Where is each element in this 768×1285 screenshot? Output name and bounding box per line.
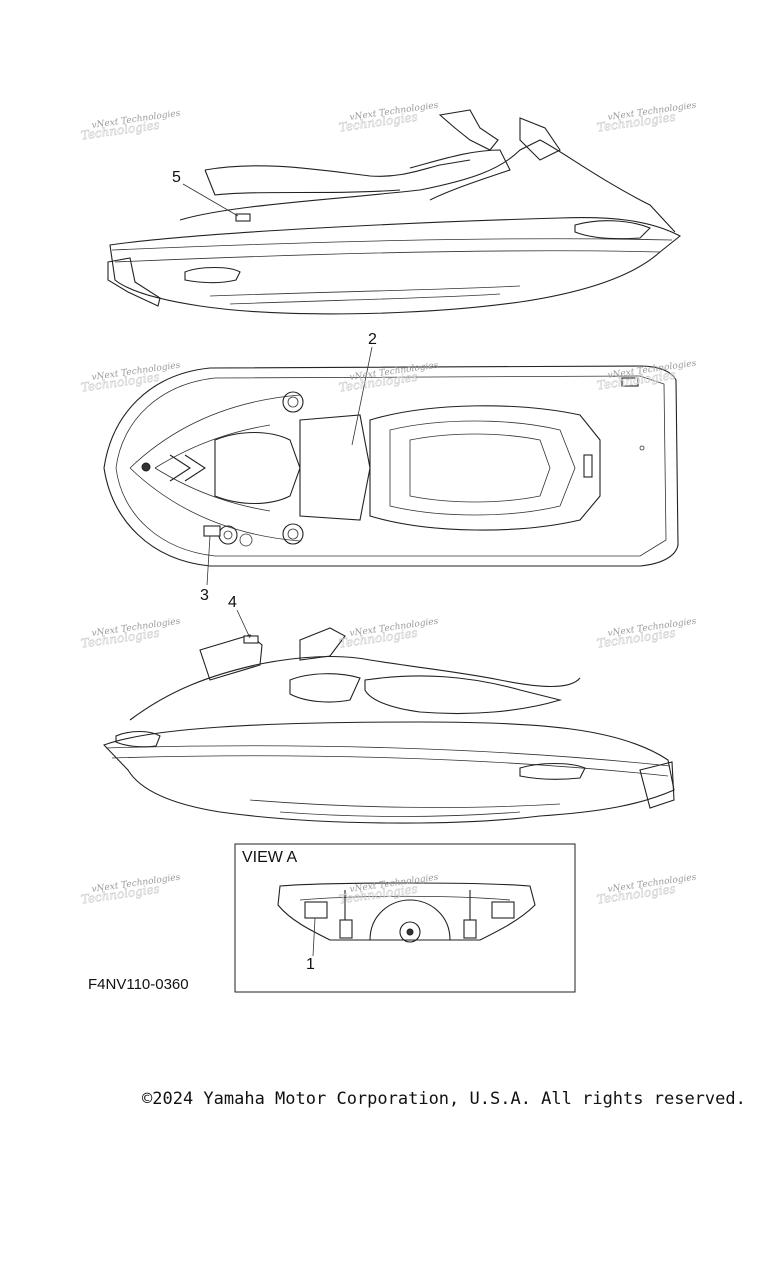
callout-5: 5 <box>172 169 181 186</box>
callout-4: 4 <box>228 594 237 611</box>
side-view-port: 4 <box>103 594 675 824</box>
label-3-decal <box>203 525 221 537</box>
label-4-decal <box>243 635 259 644</box>
watermarks: Technologies vNext Technologies Technolo… <box>80 101 698 907</box>
callout-3: 3 <box>200 587 209 604</box>
side-view-starboard: 5 <box>107 109 681 315</box>
callout-1: 1 <box>306 956 315 973</box>
view-a-label: VIEW A <box>242 849 297 866</box>
copyright-notice: ©2024 Yamaha Motor Corporation, U.S.A. A… <box>142 1089 746 1109</box>
view-a-detail: VIEW A 1 <box>234 843 576 993</box>
diagram-code: F4NV110-0360 <box>88 976 189 993</box>
callout-2: 2 <box>368 331 377 348</box>
label-1-decal <box>304 901 328 919</box>
top-view: 3 2 <box>103 331 679 604</box>
label-5-decal <box>235 213 251 222</box>
view-a-frame <box>234 843 576 993</box>
